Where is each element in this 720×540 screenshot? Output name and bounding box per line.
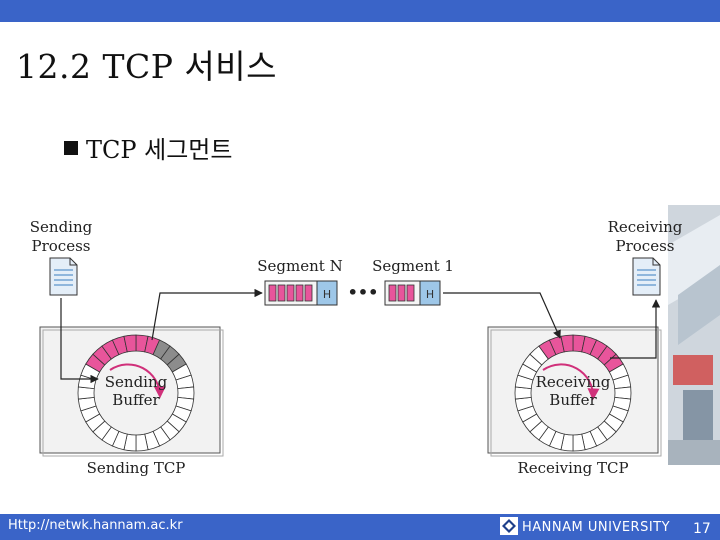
footer-bar: [0, 514, 720, 540]
segment-n-packet: H: [264, 280, 338, 306]
footer-university: HANNAM UNIVERSITY: [522, 520, 671, 535]
receiving-process-label-1: Receiving: [608, 218, 683, 236]
sending-tcp-label: Sending TCP: [87, 459, 186, 477]
buffer-to-process-arrow: [610, 299, 661, 359]
receiving-process-label-2: Process: [616, 237, 675, 255]
sending-circular-arrow: [109, 363, 166, 399]
buffer-slot: [560, 334, 574, 353]
sending-process-label-2: Process: [32, 237, 91, 255]
buffer-slot: [177, 386, 195, 400]
buffer-slot: [123, 334, 137, 353]
footer-url[interactable]: Http://netwk.hannam.ac.kr: [8, 518, 183, 533]
sending-process-label-1: Sending: [30, 218, 93, 236]
receiving-buffer-label-1: Receiving: [536, 373, 611, 391]
bullet-item: TCP 세그먼트: [64, 130, 232, 165]
sending-document-icon: [49, 257, 78, 296]
segment-to-buffer-arrow: [443, 292, 561, 339]
segment-1-packet: H: [384, 280, 441, 306]
receiving-tcp-label: Receiving TCP: [517, 459, 628, 477]
top-bar: [0, 0, 720, 22]
receiving-buffer-label-2: Buffer: [549, 391, 597, 409]
buffer-slot: [77, 386, 95, 400]
segment-n-header: H: [323, 288, 331, 301]
square-bullet-icon: [64, 140, 78, 155]
segment-1-label: Segment 1: [372, 257, 454, 275]
segments-ellipsis: •••: [348, 283, 379, 302]
background-photo: [668, 205, 720, 465]
segment-n-label: Segment N: [257, 257, 342, 275]
receiving-buffer-ring: [514, 334, 632, 452]
process-to-buffer-arrow: [60, 298, 99, 384]
university-logo-icon: [500, 517, 518, 535]
page-number: 17: [693, 521, 711, 537]
sending-buffer-label-1: Sending: [105, 373, 168, 391]
sending-buffer-label-2: Buffer: [112, 391, 160, 409]
buffer-slot: [614, 386, 632, 400]
sending-buffer-ring: [77, 334, 195, 452]
receiving-document-icon: [632, 257, 661, 296]
buffer-slot: [514, 386, 532, 400]
tcp-segment-diagram: Sending Process Receiving Process Sendin…: [30, 218, 683, 477]
bullet-text: TCP 세그먼트: [86, 136, 233, 164]
buffer-to-segment-arrow: [151, 288, 263, 341]
receiving-circular-arrow: [542, 363, 600, 401]
slide-title: 12.2 TCP 서비스: [16, 47, 278, 86]
segment-1-header: H: [426, 288, 434, 301]
